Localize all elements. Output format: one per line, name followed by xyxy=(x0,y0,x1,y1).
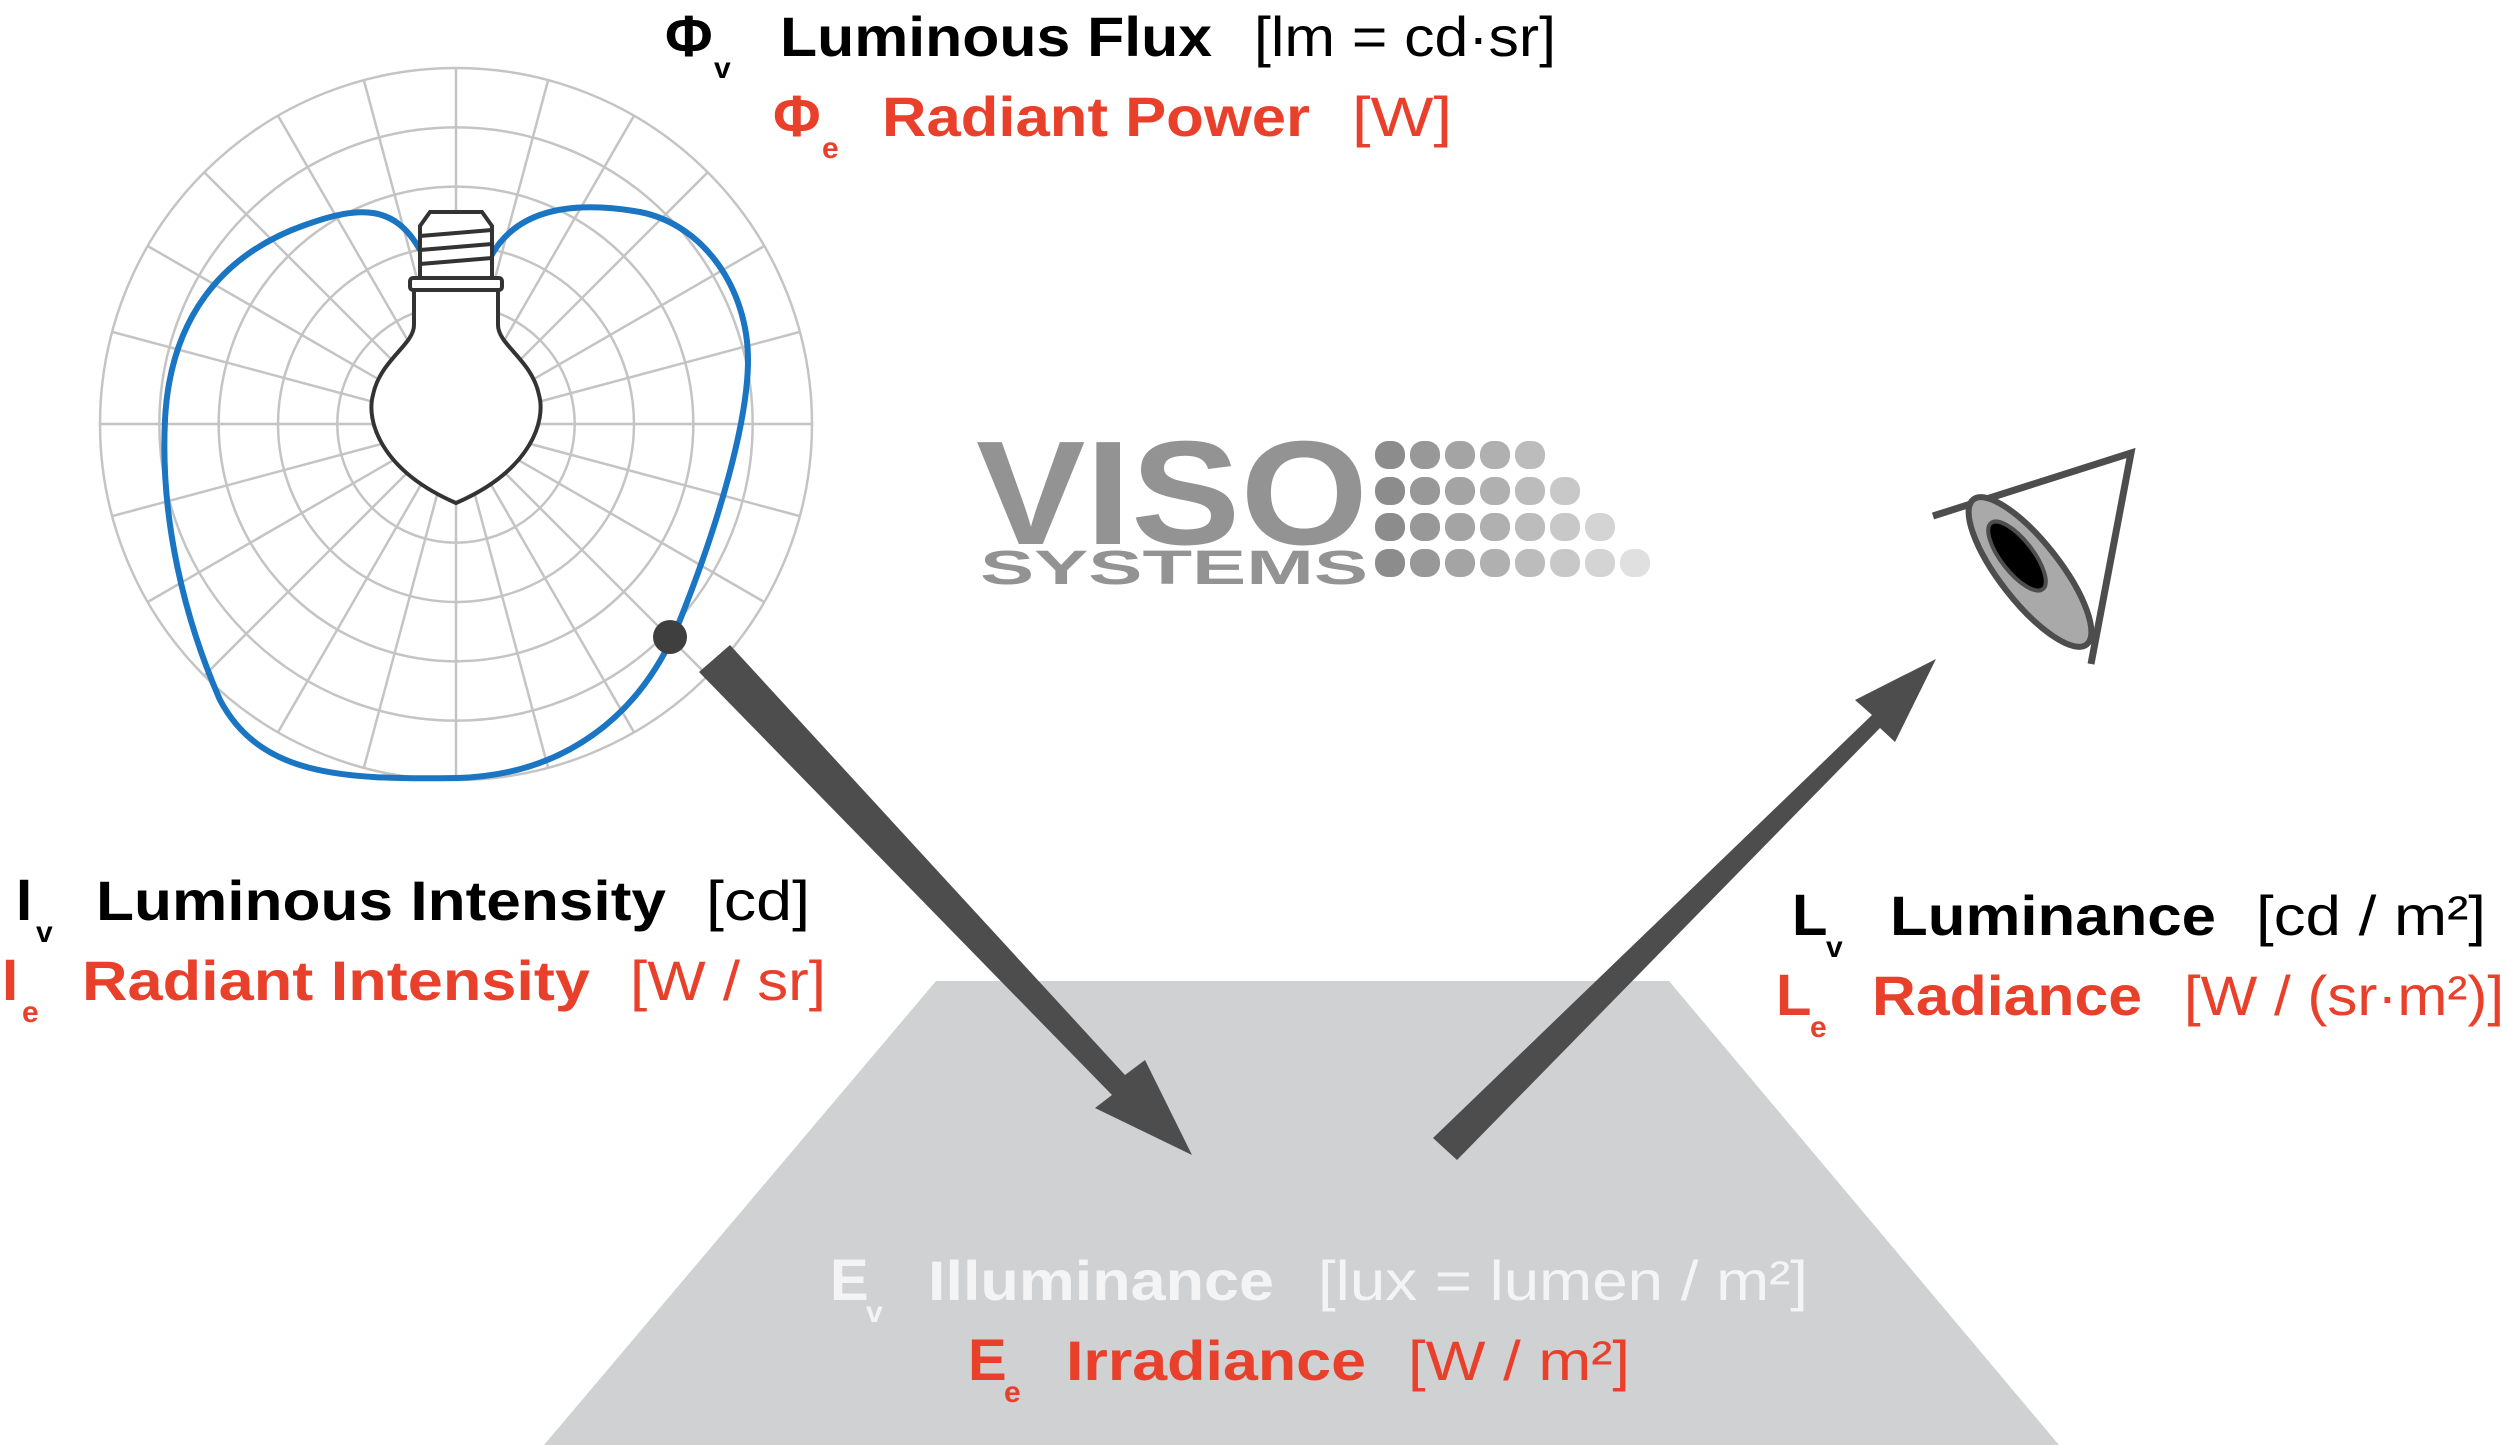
svg-text:E: E xyxy=(968,1328,1007,1393)
illuminated-surface xyxy=(544,981,2059,1445)
svg-text:Radiant Intensity: Radiant Intensity xyxy=(82,949,590,1012)
svg-text:[W / sr]: [W / sr] xyxy=(630,949,826,1012)
logo-systems-text: SYSTEMS xyxy=(980,542,1368,595)
svg-text:Irradiance: Irradiance xyxy=(1066,1329,1366,1392)
polar-spoke xyxy=(362,480,442,769)
polar-spoke xyxy=(147,452,406,604)
svg-text:e: e xyxy=(22,996,39,1029)
logo-dot xyxy=(1480,549,1510,577)
logo-dot xyxy=(1515,549,1545,577)
logo-dot xyxy=(1550,477,1580,505)
polar-spoke xyxy=(512,438,801,518)
svg-text:E: E xyxy=(830,1248,869,1313)
svg-text:Luminance: Luminance xyxy=(1890,884,2216,947)
logo-dot xyxy=(1620,549,1650,577)
polar-spoke xyxy=(147,244,406,396)
svg-text:I: I xyxy=(2,948,18,1013)
svg-text:[lm = cd·sr]: [lm = cd·sr] xyxy=(1254,5,1556,68)
logo-dot xyxy=(1550,549,1580,577)
logo-dot xyxy=(1515,513,1545,541)
logo-dot xyxy=(1480,477,1510,505)
svg-text:Radiance: Radiance xyxy=(1872,964,2142,1027)
svg-text:Φ: Φ xyxy=(773,84,821,149)
polar-spoke xyxy=(497,171,709,383)
logo-dot xyxy=(1375,513,1405,541)
logo-dot xyxy=(1585,513,1615,541)
polar-spoke xyxy=(276,115,428,374)
svg-text:[cd / m²]: [cd / m²] xyxy=(2256,884,2486,947)
radiance-label: L e Radiance [W / (sr·m²)] xyxy=(1776,963,2504,1044)
logo-viso-text: VISO xyxy=(976,411,1368,576)
logo-dot xyxy=(1375,477,1405,505)
logo-dot xyxy=(1410,441,1440,469)
svg-text:e: e xyxy=(1004,1376,1021,1409)
intensity-distribution-curve xyxy=(161,204,752,782)
logo-dot xyxy=(1445,513,1475,541)
illuminance-label: E v Illuminance [lux = lumen / m²] xyxy=(830,1248,1808,1329)
polar-spoke xyxy=(111,438,400,518)
polar-spoke xyxy=(484,474,636,733)
logo-dot xyxy=(1515,477,1545,505)
logo-dot xyxy=(1375,441,1405,469)
logo-dot xyxy=(1480,513,1510,541)
logo-dot xyxy=(1375,549,1405,577)
logo-dot xyxy=(1480,441,1510,469)
measurement-point xyxy=(653,620,687,654)
logo-dot xyxy=(1410,477,1440,505)
svg-text:v: v xyxy=(866,1296,883,1329)
polar-spoke xyxy=(506,452,765,604)
svg-text:Luminous Intensity: Luminous Intensity xyxy=(96,869,666,932)
eye-icon xyxy=(1931,447,2136,665)
irradiance-label: E e Irradiance [W / m²] xyxy=(968,1328,1630,1409)
svg-text:v: v xyxy=(1826,931,1843,964)
svg-text:L: L xyxy=(1776,963,1811,1028)
polar-spoke xyxy=(470,480,550,769)
svg-text:Radiant Power: Radiant Power xyxy=(882,85,1310,148)
svg-text:[lux = lumen / m²]: [lux = lumen / m²] xyxy=(1318,1249,1808,1312)
polar-spoke xyxy=(203,171,415,383)
logo-dot xyxy=(1445,477,1475,505)
polar-spoke xyxy=(512,330,801,410)
polar-spoke xyxy=(111,330,400,410)
logo-dot xyxy=(1515,441,1545,469)
logo-dot xyxy=(1445,441,1475,469)
logo-dot xyxy=(1410,549,1440,577)
svg-text:[W]: [W] xyxy=(1352,85,1452,148)
svg-text:[W / (sr·m²)]: [W / (sr·m²)] xyxy=(2184,964,2504,1027)
polar-spoke xyxy=(203,465,415,677)
light-bulb-icon xyxy=(369,210,543,506)
svg-text:L: L xyxy=(1792,883,1827,948)
svg-text:[cd]: [cd] xyxy=(706,869,810,932)
svg-text:Φ: Φ xyxy=(665,4,713,69)
arrow-icon xyxy=(699,645,1936,1160)
logo-dot xyxy=(1585,549,1615,577)
luminous-flux-label: Φ v Luminous Flux [lm = cd·sr] xyxy=(665,4,1556,85)
polar-spoke xyxy=(484,115,636,374)
viso-systems-logo: VISO SYSTEMS xyxy=(976,411,1650,595)
svg-text:v: v xyxy=(714,52,731,85)
logo-dot xyxy=(1445,549,1475,577)
logo-dot xyxy=(1550,513,1580,541)
svg-text:I: I xyxy=(16,868,32,933)
svg-text:[W / m²]: [W / m²] xyxy=(1408,1329,1630,1392)
radiant-power-label: Φ e Radiant Power [W] xyxy=(773,84,1452,165)
radiant-intensity-label: I e Radiant Intensity [W / sr] xyxy=(2,948,826,1029)
svg-text:e: e xyxy=(822,132,839,165)
svg-text:e: e xyxy=(1810,1011,1827,1044)
svg-text:Illuminance: Illuminance xyxy=(928,1249,1274,1312)
polar-spoke xyxy=(276,474,428,733)
logo-dot xyxy=(1410,513,1440,541)
luminous-intensity-label: I v Luminous Intensity [cd] xyxy=(16,868,810,949)
luminance-label: L v Luminance [cd / m²] xyxy=(1792,883,2486,964)
svg-text:Luminous Flux: Luminous Flux xyxy=(780,5,1212,68)
svg-text:v: v xyxy=(36,916,53,949)
